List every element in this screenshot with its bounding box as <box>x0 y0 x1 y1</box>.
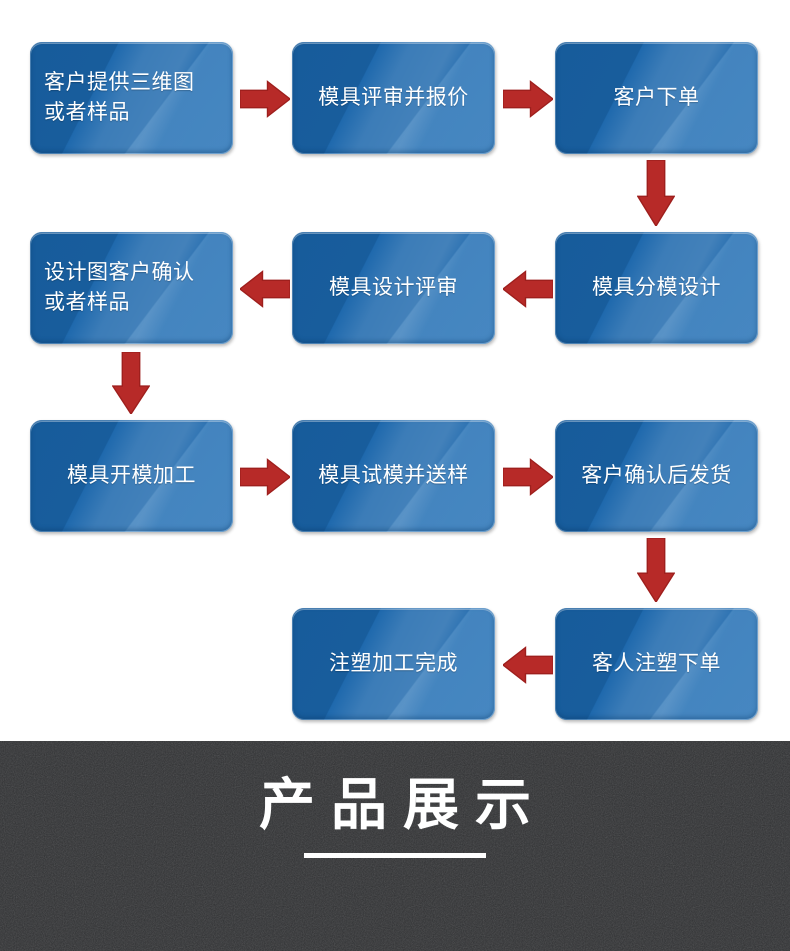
flow-node-label: 模具设计评审 <box>329 276 458 299</box>
flow-node-n9[interactable]: 客户确认后发货 <box>555 420 758 532</box>
flow-node-n11[interactable]: 客人注塑下单 <box>555 608 758 720</box>
flow-node-n7[interactable]: 模具开模加工 <box>30 420 233 532</box>
flow-node-n5[interactable]: 模具设计评审 <box>292 232 495 344</box>
flow-node-label: 模具开模加工 <box>67 464 196 487</box>
flow-arrow-right-n7-to-n8 <box>240 458 290 496</box>
flow-node-label: 客人注塑下单 <box>592 652 721 675</box>
flow-node-n3[interactable]: 客户下单 <box>555 42 758 154</box>
flow-node-n8[interactable]: 模具试模并送样 <box>292 420 495 532</box>
product-showcase-banner: 产品展示 <box>0 741 790 951</box>
flow-node-label: 模具评审并报价 <box>318 86 469 109</box>
flow-node-label: 模具分模设计 <box>592 276 721 299</box>
flow-node-label: 客户确认后发货 <box>581 464 732 487</box>
flow-arrow-left-n6-to-n5 <box>503 270 553 308</box>
flow-arrow-right-n1-to-n2 <box>240 80 290 118</box>
flow-node-n1[interactable]: 客户提供三维图 或者样品 <box>30 42 233 154</box>
flow-node-label: 模具试模并送样 <box>318 464 469 487</box>
flowchart-canvas: 客户提供三维图 或者样品 模具评审并报价 客户下单设计图客户确认 或者样品 模具设计评… <box>30 42 758 720</box>
flow-arrow-down-n9-to-n11 <box>637 538 675 602</box>
flow-arrow-left-n5-to-n4 <box>240 270 290 308</box>
flow-arrow-left-n11-to-n10 <box>503 646 553 684</box>
flow-arrow-right-n8-to-n9 <box>503 458 553 496</box>
banner-underline-rule <box>304 853 486 858</box>
flow-node-label: 客户下单 <box>613 86 700 109</box>
flow-arrow-down-n3-to-n6 <box>637 160 675 226</box>
flow-node-label: 客户提供三维图 或者样品 <box>44 71 195 124</box>
flow-node-n4[interactable]: 设计图客户确认 或者样品 <box>30 232 233 344</box>
flow-arrow-down-n4-to-n7 <box>112 352 150 414</box>
flow-node-n6[interactable]: 模具分模设计 <box>555 232 758 344</box>
flow-node-label: 注塑加工完成 <box>329 652 458 675</box>
banner-title: 产品展示 <box>259 773 547 838</box>
flow-arrow-right-n2-to-n3 <box>503 80 553 118</box>
flow-node-n10[interactable]: 注塑加工完成 <box>292 608 495 720</box>
flow-node-n2[interactable]: 模具评审并报价 <box>292 42 495 154</box>
flow-node-label: 设计图客户确认 或者样品 <box>44 261 195 314</box>
